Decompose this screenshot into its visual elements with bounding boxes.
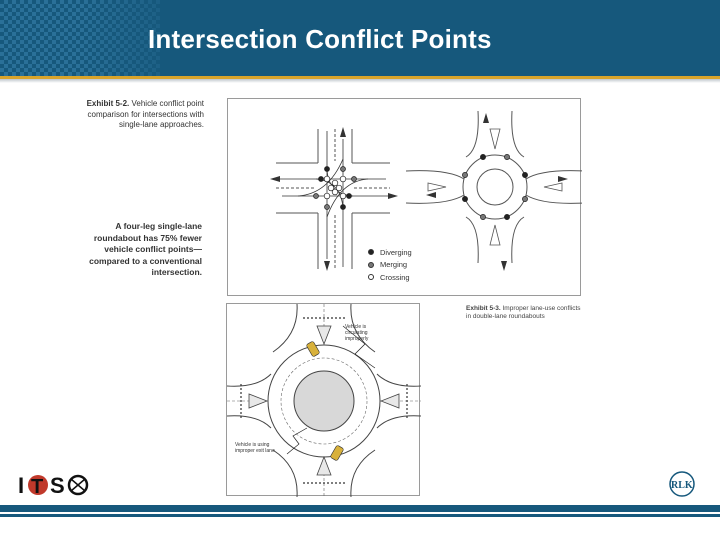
svg-text:T: T <box>31 476 43 498</box>
legend-item-merging: Merging <box>368 259 412 272</box>
conflict-diagram <box>270 110 585 271</box>
exhibit-5-3-label: Exhibit 5-3. <box>466 305 501 312</box>
exhibit-5-2-figure <box>227 98 585 296</box>
diverging-dot-icon <box>368 249 374 256</box>
header-gold-rule <box>0 76 720 79</box>
vehicle-icon <box>306 341 344 461</box>
svg-text:RLK: RLK <box>671 480 693 491</box>
exhibit-5-2-caption: Exhibit 5-2. Vehicle conflict point comp… <box>86 99 204 131</box>
svg-text:S: S <box>50 473 65 498</box>
footer-line <box>0 514 720 517</box>
footer-bar <box>0 505 720 512</box>
exhibit-5-3-caption: Exhibit 5-3. Improper lane-use conflicts… <box>466 305 581 321</box>
slide-title: Intersection Conflict Points <box>148 24 492 54</box>
double-lane-roundabout-diagram <box>226 303 422 498</box>
exhibit-5-3-text: Improper lane-use conflicts in double-la… <box>466 305 581 320</box>
conflict-note: A four-leg single-lane roundabout has 75… <box>89 221 202 277</box>
conflict-legend: Diverging Merging Crossing <box>368 246 412 284</box>
exit-lane-label: Vehicle is using improper exit lane <box>235 442 275 454</box>
title-banner: Intersection Conflict Points <box>0 0 720 76</box>
svg-text:I: I <box>18 473 24 498</box>
crossing-dot-icon <box>368 274 374 281</box>
exhibit-5-2-label: Exhibit 5-2. <box>86 99 130 108</box>
merging-dot-icon <box>368 261 374 268</box>
legend-item-diverging: Diverging <box>368 246 412 259</box>
legend-item-crossing: Crossing <box>368 271 412 284</box>
circulating-label: Vehicle is circulating improperly <box>345 324 369 342</box>
itso-logo: I T S <box>16 470 96 498</box>
exhibit-5-3-figure: Vehicle is circulating improperly Vehicl… <box>226 303 422 498</box>
exhibit-5-2-text: Vehicle conflict point comparison for in… <box>87 99 205 129</box>
rlk-logo: RLK <box>662 470 702 500</box>
